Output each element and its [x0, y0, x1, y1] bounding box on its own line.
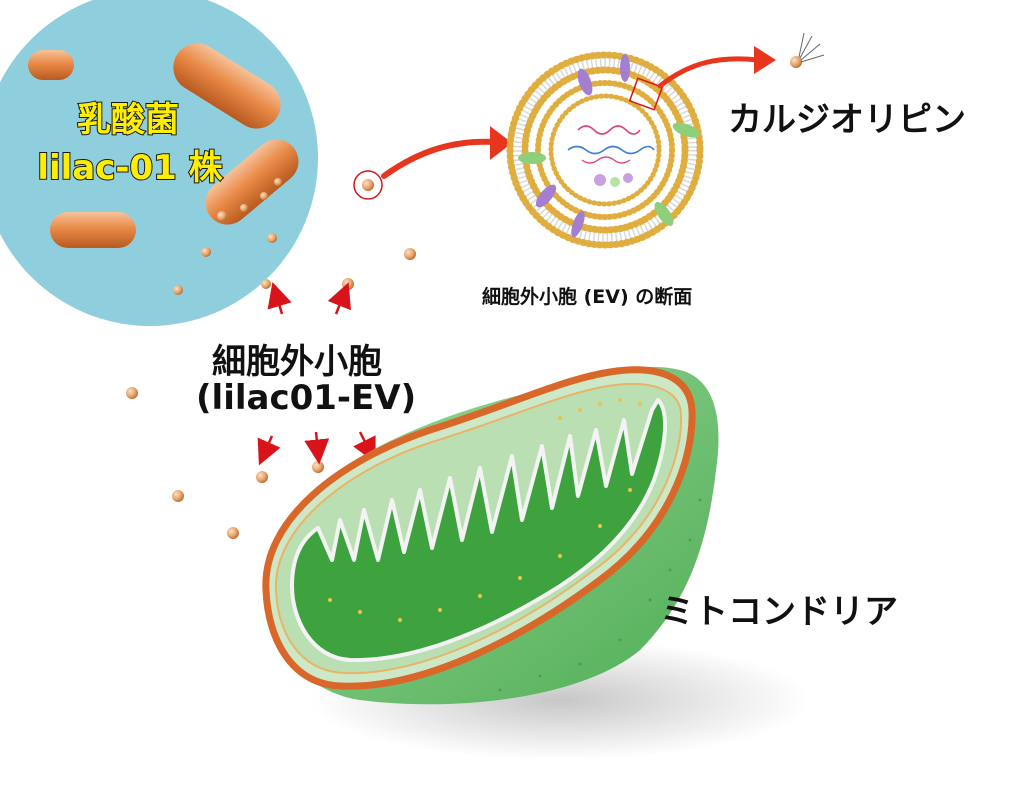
bacteria-icon [28, 43, 299, 248]
small-arrows [257, 282, 376, 466]
ev-label-line2: (lilac01-EV) [196, 378, 417, 418]
mitochondria-label: ミトコンドリア [660, 592, 898, 632]
arrow-icon [381, 126, 512, 179]
bacteria-label-line2: lilac-01 株 [36, 147, 223, 189]
vesicle-icon [506, 51, 704, 249]
mitochondria-icon [262, 366, 810, 760]
bacteria-circle [0, 0, 318, 326]
budding-vesicles [173, 178, 282, 295]
ev-label-line1: 細胞外小胞 [212, 342, 382, 382]
lipid-molecule-icon [790, 32, 825, 68]
cardiolipin-label: カルジオリピン [728, 100, 966, 140]
bacteria-label-line1: 乳酸菌 [76, 99, 180, 141]
highlighted-vesicle [353, 170, 383, 200]
ev-cross-section-label: 細胞外小胞 (EV) の断面 [482, 286, 693, 308]
arrow-icon [657, 46, 776, 89]
